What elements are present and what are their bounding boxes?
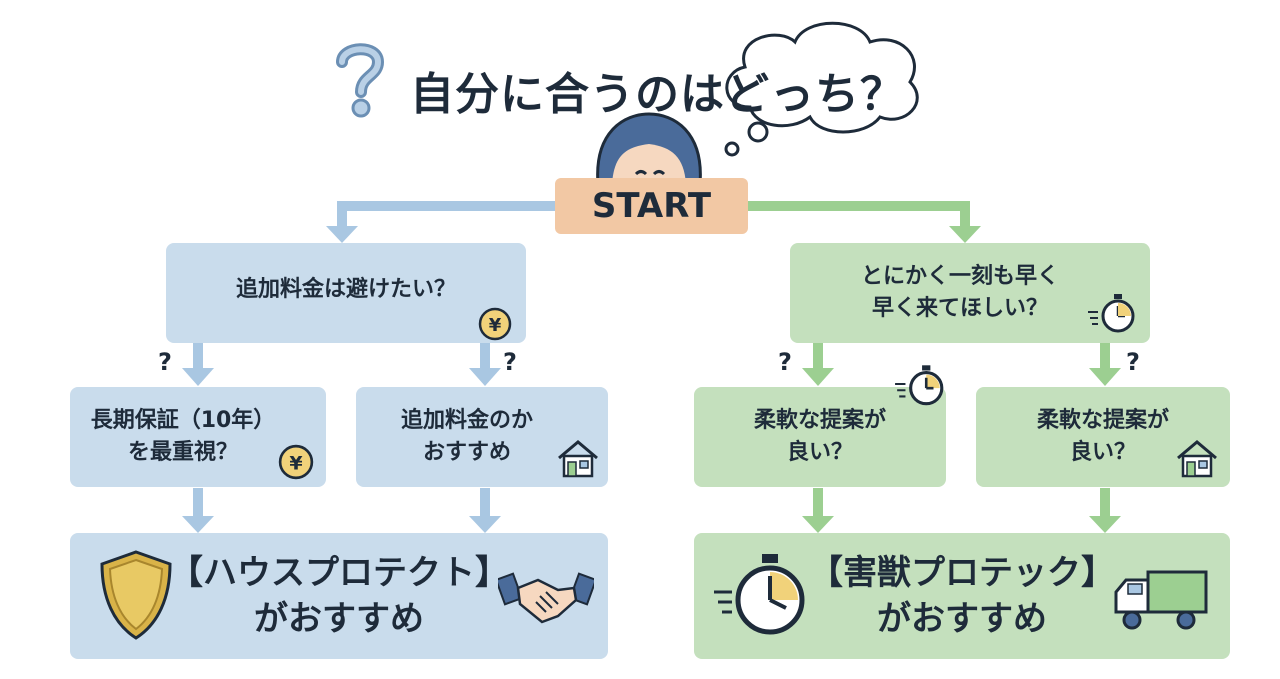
right-branch-line	[748, 201, 970, 230]
left-branch-line	[337, 201, 555, 230]
person-avatar	[596, 112, 702, 184]
truck-icon	[1114, 570, 1208, 630]
arrowhead	[182, 368, 214, 386]
question-mark-label: ?	[503, 348, 517, 376]
yen-symbol: ¥	[489, 315, 502, 336]
arrowhead	[1089, 368, 1121, 386]
handshake-icon	[498, 572, 594, 624]
arrowhead	[326, 226, 358, 243]
arrowhead	[1089, 516, 1121, 533]
arrowhead	[469, 516, 501, 533]
question-mark-icon	[336, 43, 385, 118]
stopwatch-icon	[1088, 294, 1135, 333]
yen-coin-icon: ¥	[278, 444, 314, 480]
left-question-1: 追加料金は避けたい？	[166, 243, 526, 343]
arrowhead	[802, 368, 834, 386]
right-question-2a: 柔軟な提案が 良い？	[694, 387, 946, 487]
question-mark-label: ?	[778, 348, 792, 376]
yen-symbol: ¥	[289, 452, 303, 474]
arrowhead	[949, 226, 981, 243]
page-title: 自分に合うのはどっち？	[410, 69, 905, 120]
shield-icon	[100, 550, 172, 640]
arrowhead	[469, 368, 501, 386]
yen-coin-icon: ¥	[478, 307, 512, 341]
stopwatch-icon	[895, 365, 944, 406]
arrowhead	[182, 516, 214, 533]
right-question-1: とにかく一刻も早く 早く来てほしい？	[790, 243, 1150, 343]
house-icon	[1177, 440, 1217, 478]
question-mark-label: ?	[158, 348, 172, 376]
start-node: START	[555, 178, 748, 234]
question-mark-label: ?	[1126, 348, 1140, 376]
house-icon	[558, 440, 598, 478]
thought-bubble-icon	[724, 21, 919, 157]
arrowhead	[802, 516, 834, 533]
stopwatch-icon	[714, 554, 805, 635]
